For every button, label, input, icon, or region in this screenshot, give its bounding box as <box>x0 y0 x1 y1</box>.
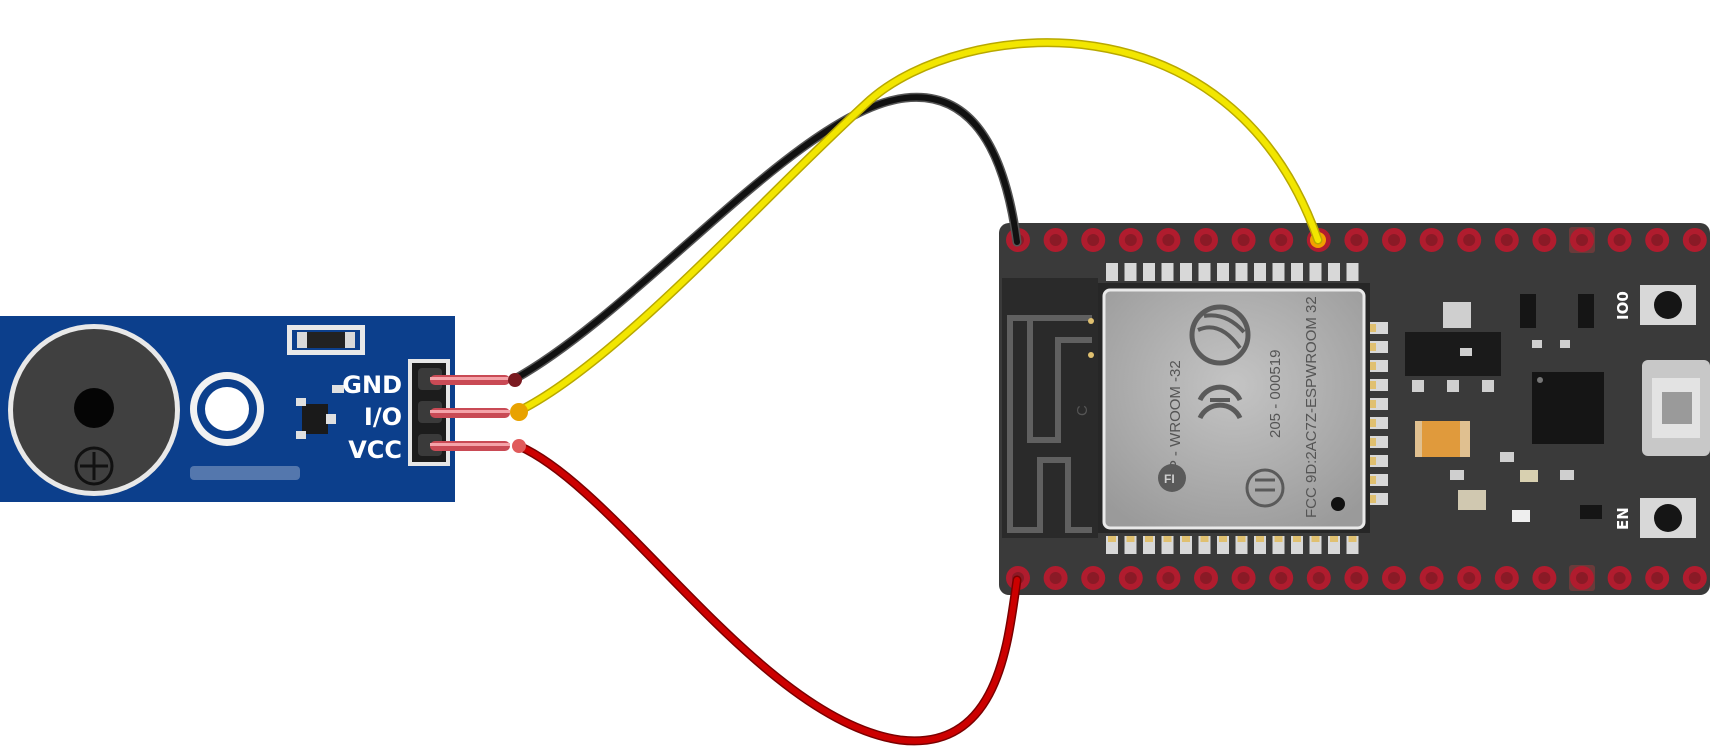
wire-end-gnd <box>508 373 522 387</box>
buzzer-hole <box>74 388 114 428</box>
gpio-pad[interactable] <box>1043 566 1068 590</box>
en-button[interactable] <box>1640 498 1696 538</box>
header-pin-legs <box>430 375 510 451</box>
gpio-pad[interactable] <box>1156 566 1181 590</box>
gpio-pad[interactable] <box>1532 228 1557 252</box>
gpio-pad[interactable] <box>1645 566 1670 590</box>
castellation-pad <box>1328 263 1340 281</box>
wires <box>508 38 1323 746</box>
antenna-area: C <box>1002 278 1098 538</box>
castellation-pad <box>1143 263 1155 281</box>
micro-usb-port[interactable] <box>1642 360 1710 456</box>
gpio-pad[interactable] <box>1194 228 1218 252</box>
pin-label-vcc: VCC <box>348 436 402 464</box>
gpio-pad[interactable] <box>1344 566 1369 590</box>
io0-button[interactable] <box>1640 285 1696 325</box>
castellation-pad <box>1180 263 1192 281</box>
wifi-certified-icon: FI <box>1158 464 1186 492</box>
castellation-pad <box>1106 263 1118 281</box>
gpio-pad[interactable] <box>1344 228 1369 252</box>
castellation-pad <box>1217 263 1229 281</box>
module-castellations-top <box>1106 263 1359 281</box>
gpio-pad[interactable] <box>1382 566 1406 590</box>
castellation-pad <box>1235 263 1248 281</box>
plus-polarity-icon <box>74 446 114 486</box>
voltage-regulator <box>1405 302 1501 392</box>
gpio-pad[interactable] <box>1306 566 1331 590</box>
castellation-pad <box>1272 263 1285 281</box>
gpio-pad[interactable] <box>1194 566 1218 590</box>
smd-resistor <box>287 325 365 355</box>
antenna-mark: C <box>1074 405 1091 416</box>
gpio-pad[interactable] <box>1081 566 1106 590</box>
pin1-dot <box>1331 497 1345 511</box>
module-ic-id-text: 205 - 000519 <box>1267 350 1284 438</box>
io0-label: IO0 <box>1614 291 1632 320</box>
wire-end-io <box>510 403 528 421</box>
mounting-hole <box>190 372 264 446</box>
gpio-pad[interactable] <box>1569 227 1595 253</box>
gpio-pad[interactable] <box>1269 566 1294 590</box>
castellation-pad <box>1198 263 1211 281</box>
gpio-pad[interactable] <box>1645 228 1670 252</box>
castellation-pad <box>1346 263 1359 281</box>
gpio-pad[interactable] <box>1569 565 1595 591</box>
gpio-pad[interactable] <box>1419 228 1444 252</box>
castellation-pad <box>1309 263 1322 281</box>
gpio-pad[interactable] <box>1118 228 1143 252</box>
module-castellations-right <box>1370 322 1388 505</box>
gpio-pad[interactable] <box>1382 228 1406 252</box>
espressif-logo-icon <box>1189 304 1251 366</box>
gpio-pad[interactable] <box>1269 228 1294 252</box>
wire-end-vcc <box>512 439 526 453</box>
castellation-pad <box>1291 263 1303 281</box>
castellation-pad <box>1254 263 1266 281</box>
svg-text:FI: FI <box>1164 472 1175 486</box>
gpio-pad[interactable] <box>1118 566 1143 590</box>
usb-uart-chip <box>1532 372 1604 444</box>
module-markings: ESP - WROOM -32 205 - 000519 FCC 9D:2AC7… <box>1158 296 1345 518</box>
gpio-pad[interactable] <box>1231 228 1256 252</box>
smd-transistors-top <box>1520 294 1594 328</box>
gpio-pad[interactable] <box>1682 566 1707 590</box>
buzzer-silkscreen <box>190 466 300 480</box>
gpio-pad[interactable] <box>1043 228 1068 252</box>
wire-io <box>514 38 1323 416</box>
wire-vcc <box>514 441 1022 746</box>
pin-label-io: I/O <box>364 403 402 431</box>
wire-gnd <box>508 92 1022 385</box>
tantalum-capacitor <box>1415 421 1470 457</box>
module-fcc-text: FCC 9D:2AC7Z-ESPWROOM 32 <box>1303 296 1320 518</box>
smd-transistor <box>296 385 344 439</box>
gpio-pad[interactable] <box>1494 566 1519 590</box>
gpio-pad[interactable] <box>1532 566 1557 590</box>
gpio-pad[interactable] <box>1156 228 1181 252</box>
gpio-pad[interactable] <box>1231 566 1256 590</box>
gpio-pad[interactable] <box>1607 228 1632 252</box>
buzzer-module: GND I/O VCC <box>0 316 510 502</box>
passive-components <box>1450 340 1602 522</box>
module-castellations-bottom <box>1106 536 1359 554</box>
gpio-pad[interactable] <box>1607 566 1632 590</box>
gpio-pad[interactable] <box>1457 566 1482 590</box>
gpio-pad[interactable] <box>1081 228 1106 252</box>
castellation-pad <box>1161 263 1174 281</box>
fcc-logo-icon <box>1245 468 1285 508</box>
esp32-board: C ESP - WROOM -32 205 - 000519 FCC 9D:2A… <box>999 223 1710 595</box>
buzzer-component <box>8 324 180 496</box>
gpio-pad[interactable] <box>1457 228 1482 252</box>
gpio-pad[interactable] <box>1419 566 1444 590</box>
pin-label-gnd: GND <box>342 371 402 399</box>
module-model-text: ESP - WROOM -32 <box>1167 360 1184 490</box>
en-label: EN <box>1614 507 1632 530</box>
ce-mark-icon <box>1197 384 1243 420</box>
gpio-pad[interactable] <box>1494 228 1519 252</box>
castellation-pad <box>1124 263 1137 281</box>
gpio-pad[interactable] <box>1682 228 1707 252</box>
